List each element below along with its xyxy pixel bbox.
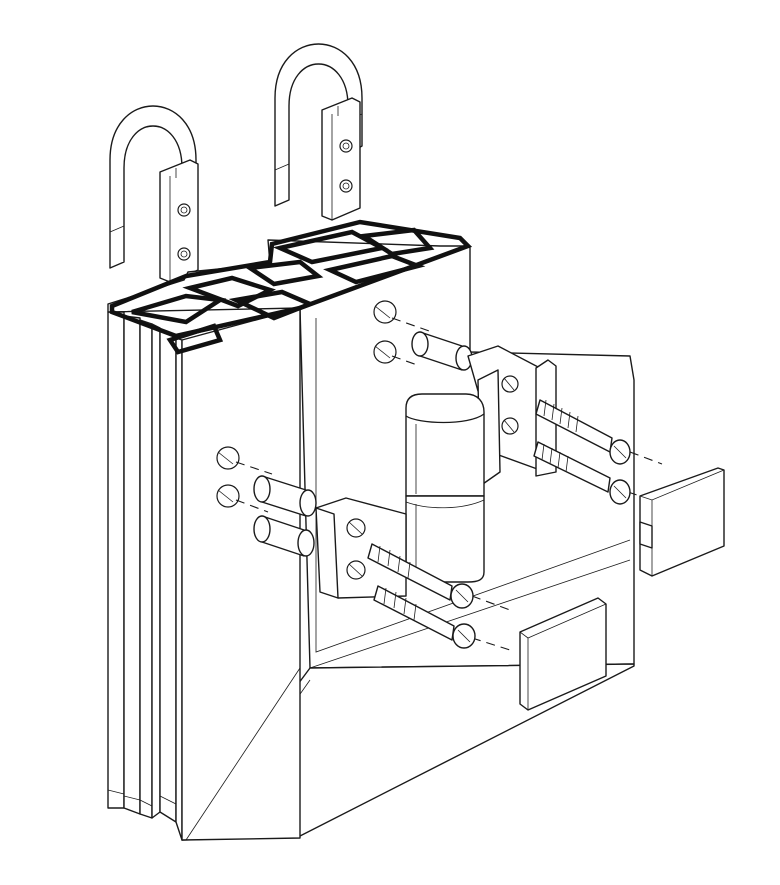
arched-clamp-right-icon xyxy=(274,43,363,221)
hinge-leaf-lower-icon xyxy=(315,497,407,599)
alignment-lines xyxy=(235,317,663,651)
dowel-pins xyxy=(253,331,473,557)
hinge-knuckle-icon xyxy=(405,393,485,583)
cap-screw-icon xyxy=(367,399,631,649)
end-cap-icon xyxy=(639,467,725,577)
arched-clamp-left-icon xyxy=(109,105,199,283)
cover-plate-icon xyxy=(519,597,607,711)
